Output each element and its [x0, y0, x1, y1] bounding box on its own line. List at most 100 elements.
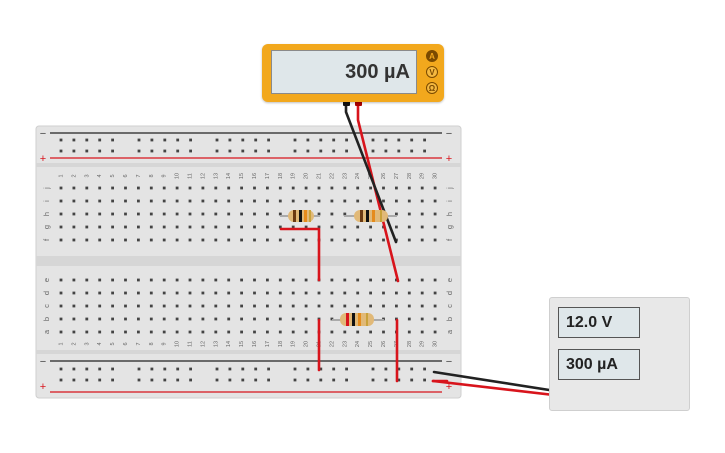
terminal-hole[interactable] — [162, 291, 166, 295]
rail-hole[interactable] — [228, 149, 232, 153]
terminal-hole[interactable] — [356, 330, 360, 334]
terminal-hole[interactable] — [291, 199, 295, 203]
terminal-hole[interactable] — [395, 212, 398, 216]
terminal-hole[interactable] — [85, 330, 89, 334]
rail-hole[interactable] — [293, 138, 297, 142]
terminal-hole[interactable] — [433, 291, 437, 295]
terminal-hole[interactable] — [369, 225, 372, 229]
terminal-hole[interactable] — [317, 225, 321, 229]
terminal-hole[interactable] — [343, 186, 347, 190]
rail-hole[interactable] — [306, 378, 310, 382]
terminal-hole[interactable] — [137, 238, 140, 242]
terminal-hole[interactable] — [369, 238, 372, 242]
terminal-hole[interactable] — [407, 225, 411, 229]
rail-hole[interactable] — [267, 149, 270, 153]
terminal-hole[interactable] — [149, 186, 153, 190]
terminal-hole[interactable] — [59, 278, 63, 282]
terminal-hole[interactable] — [253, 330, 256, 334]
terminal-hole[interactable] — [85, 238, 89, 242]
rail-hole[interactable] — [72, 138, 76, 142]
terminal-hole[interactable] — [395, 186, 398, 190]
terminal-hole[interactable] — [149, 199, 153, 203]
rail-hole[interactable] — [371, 367, 375, 371]
terminal-hole[interactable] — [266, 317, 269, 321]
terminal-hole[interactable] — [227, 317, 231, 321]
terminal-hole[interactable] — [433, 212, 437, 216]
rail-hole[interactable] — [137, 149, 141, 153]
rail-hole[interactable] — [293, 367, 297, 371]
terminal-hole[interactable] — [188, 238, 192, 242]
terminal-hole[interactable] — [304, 317, 308, 321]
terminal-hole[interactable] — [304, 304, 308, 308]
terminal-hole[interactable] — [72, 317, 76, 321]
rail-hole[interactable] — [345, 378, 348, 382]
terminal-hole[interactable] — [175, 304, 179, 308]
terminal-hole[interactable] — [330, 199, 334, 203]
ohmmeter-mode-button[interactable]: Ω — [426, 82, 438, 94]
terminal-hole[interactable] — [214, 225, 218, 229]
terminal-hole[interactable] — [111, 199, 114, 203]
rail-hole[interactable] — [85, 149, 89, 153]
rail-hole[interactable] — [189, 138, 192, 142]
terminal-hole[interactable] — [433, 317, 437, 321]
terminal-hole[interactable] — [240, 317, 243, 321]
terminal-hole[interactable] — [369, 304, 372, 308]
terminal-hole[interactable] — [59, 225, 63, 229]
rail-hole[interactable] — [241, 378, 245, 382]
rail-hole[interactable] — [59, 367, 63, 371]
terminal-hole[interactable] — [214, 330, 218, 334]
rail-hole[interactable] — [254, 367, 258, 371]
terminal-hole[interactable] — [278, 225, 282, 229]
terminal-hole[interactable] — [85, 278, 89, 282]
rail-hole[interactable] — [293, 378, 297, 382]
rail-hole[interactable] — [410, 138, 414, 142]
terminal-hole[interactable] — [343, 330, 347, 334]
terminal-hole[interactable] — [227, 212, 231, 216]
terminal-hole[interactable] — [111, 212, 114, 216]
terminal-hole[interactable] — [330, 291, 334, 295]
rail-hole[interactable] — [189, 378, 192, 382]
terminal-hole[interactable] — [175, 199, 179, 203]
terminal-hole[interactable] — [266, 304, 269, 308]
terminal-hole[interactable] — [266, 225, 269, 229]
rail-hole[interactable] — [85, 378, 89, 382]
terminal-hole[interactable] — [59, 317, 63, 321]
terminal-hole[interactable] — [124, 212, 127, 216]
rail-hole[interactable] — [423, 149, 426, 153]
terminal-hole[interactable] — [433, 199, 437, 203]
rail-hole[interactable] — [397, 378, 401, 382]
terminal-hole[interactable] — [433, 278, 437, 282]
rail-hole[interactable] — [85, 138, 89, 142]
terminal-hole[interactable] — [304, 225, 308, 229]
rail-hole[interactable] — [111, 138, 114, 142]
multimeter[interactable]: 300 µA A V Ω — [262, 44, 444, 102]
terminal-hole[interactable] — [227, 330, 231, 334]
terminal-hole[interactable] — [201, 186, 205, 190]
terminal-hole[interactable] — [278, 291, 282, 295]
rail-hole[interactable] — [332, 378, 336, 382]
terminal-hole[interactable] — [420, 278, 424, 282]
rail-hole[interactable] — [59, 138, 63, 142]
ammeter-mode-button[interactable]: A — [426, 50, 438, 62]
terminal-hole[interactable] — [162, 186, 166, 190]
rail-hole[interactable] — [241, 367, 245, 371]
terminal-hole[interactable] — [98, 186, 102, 190]
terminal-hole[interactable] — [201, 291, 205, 295]
terminal-hole[interactable] — [162, 304, 166, 308]
rail-hole[interactable] — [72, 367, 76, 371]
terminal-hole[interactable] — [162, 225, 166, 229]
terminal-hole[interactable] — [72, 291, 76, 295]
terminal-hole[interactable] — [253, 212, 256, 216]
terminal-hole[interactable] — [240, 186, 243, 190]
rail-hole[interactable] — [332, 149, 336, 153]
terminal-hole[interactable] — [330, 212, 334, 216]
terminal-hole[interactable] — [227, 225, 231, 229]
terminal-hole[interactable] — [201, 199, 205, 203]
terminal-hole[interactable] — [59, 212, 63, 216]
terminal-hole[interactable] — [278, 330, 282, 334]
terminal-hole[interactable] — [304, 278, 308, 282]
terminal-hole[interactable] — [304, 291, 308, 295]
terminal-hole[interactable] — [85, 186, 89, 190]
terminal-hole[interactable] — [395, 278, 398, 282]
terminal-hole[interactable] — [111, 330, 114, 334]
